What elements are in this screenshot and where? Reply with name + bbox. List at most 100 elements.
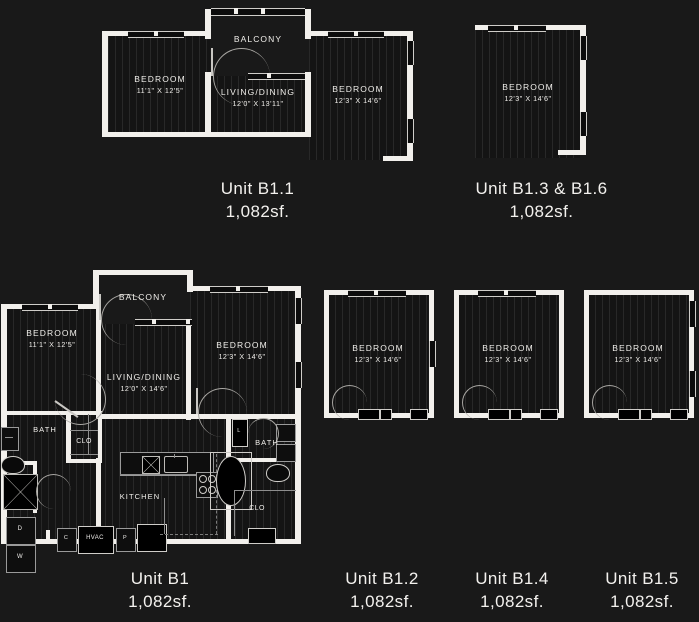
- wall-balcony-top: [93, 270, 193, 275]
- railing-post-2: [261, 8, 265, 14]
- slider-mullion-1: [152, 319, 156, 324]
- floor-bedroom: [588, 293, 688, 415]
- closet-shelf: [618, 409, 640, 420]
- bath-right-toilet: [266, 464, 290, 482]
- wall-left: [454, 290, 459, 418]
- kitchen-dishwasher: [142, 456, 160, 474]
- balcony-door-leaf: [99, 294, 101, 320]
- burner-4: [208, 486, 216, 494]
- wall-left-outer: [1, 304, 7, 544]
- window-side-bottom: [580, 112, 587, 136]
- wall-bath-right-divider: [226, 458, 300, 462]
- wall-notch-left: [454, 333, 459, 339]
- window-right-bottom: [295, 362, 302, 388]
- closet-shelf-2: [70, 454, 98, 455]
- burner-1: [199, 475, 207, 483]
- wall-notch-right: [559, 333, 564, 339]
- wall-left: [324, 290, 329, 418]
- wall-balcony-right: [187, 270, 193, 292]
- window-mullion-br: [236, 286, 240, 291]
- window-side-right-bottom: [689, 371, 696, 397]
- hvac-box: [78, 526, 114, 554]
- floor-bedroom: [475, 28, 580, 158]
- wall-top: [584, 290, 694, 295]
- floor-bedroom-left: [6, 308, 101, 408]
- closet-shelf-2: [380, 409, 392, 420]
- unit-caption-b1-1: Unit B1.1 1,082sf.: [175, 178, 340, 224]
- wall-right: [559, 290, 564, 418]
- wall-notch-right: [429, 333, 434, 339]
- unit-name-b1-4: Unit B1.4: [475, 569, 549, 588]
- bedroom-left-door-swing: [55, 374, 106, 425]
- clo-right-shelf-line: [234, 490, 296, 491]
- bedroom-door-swing: [592, 385, 627, 420]
- wall-right-bottom: [383, 156, 413, 161]
- bedroom-right-door-leaf: [196, 388, 198, 414]
- bath-right-vanity-2: [276, 444, 296, 462]
- closet-shelf: [358, 409, 380, 420]
- unit-name-b1-2: Unit B1.2: [345, 569, 419, 588]
- floor-bedroom-left: [108, 35, 213, 135]
- slider-mullion-2: [186, 319, 190, 324]
- bath-right-tub-surround: [210, 452, 252, 510]
- bedroom-door-swing: [462, 385, 497, 420]
- wall-bottom-left: [102, 132, 210, 137]
- unit-caption-b1-3-6: Unit B1.3 & B1.6 1,082sf.: [434, 178, 649, 224]
- unit-area-b1-2: 1,082sf.: [350, 591, 414, 611]
- unit-name-b1-3-6: Unit B1.3 & B1.6: [475, 179, 608, 198]
- window-mullion-bl: [48, 304, 52, 309]
- clo-right-shelf: [248, 528, 276, 544]
- unit-caption-b1-2: Unit B1.2 1,082sf.: [302, 568, 462, 614]
- window-mullion-left: [154, 31, 158, 36]
- wall-balcony-right: [305, 9, 311, 39]
- wall-living-left: [205, 72, 211, 137]
- wall-living-bottom: [96, 414, 192, 419]
- slider-living-balcony: [248, 73, 305, 80]
- kitchen-faucet: [174, 454, 175, 458]
- closet-shelf-3: [540, 409, 558, 420]
- wall-left-outer: [102, 31, 108, 137]
- unit-caption-b1-5: Unit B1.5 1,082sf.: [562, 568, 699, 614]
- unit-area-b1-4: 1,082sf.: [480, 591, 544, 611]
- pantry-box: [116, 528, 136, 552]
- bath-right-tub: [216, 456, 246, 506]
- window-side-top: [580, 36, 587, 60]
- unit-b1-2-plan: BEDROOM 12'3" X 14'6": [322, 285, 442, 420]
- unit-caption-b1: Unit B1 1,082sf.: [80, 568, 240, 614]
- burner-2: [208, 475, 216, 483]
- wall-right-bottom-stub: [383, 156, 388, 161]
- clo-right-rod: [234, 490, 235, 536]
- wall-right-outer: [295, 286, 301, 544]
- floor-bedroom-right: [309, 35, 407, 160]
- wall-utility-1: [46, 530, 50, 544]
- bath-left-door-swing: [36, 474, 71, 509]
- window-mullion: [504, 290, 508, 295]
- bath-left-shower: [3, 474, 38, 510]
- unit-area-b1: 1,082sf.: [128, 591, 192, 611]
- closet-shelf-3: [410, 409, 428, 420]
- closet-shelf-3: [670, 409, 688, 420]
- closet-shelf-2: [510, 409, 522, 420]
- window-mullion: [374, 290, 378, 295]
- window-side-right: [429, 341, 436, 367]
- unit-b1-4-plan: BEDROOM 12'3" X 14'6": [452, 285, 572, 420]
- wall-bottom-stub: [558, 150, 586, 155]
- unit-b1-plan: BEDROOM 11'1" X 12'5" BALCONY LIVING/DIN…: [0, 262, 320, 573]
- linen-closet-l: [232, 419, 248, 447]
- wall-notch-left: [584, 333, 589, 339]
- unit-b1-1-plan: BEDROOM 11'1" X 12'5" BALCONY LIVING/DIN…: [98, 4, 418, 164]
- unit-b1-5-plan: BEDROOM 12'3" X 14'6": [582, 285, 699, 420]
- balcony-door-swing: [101, 294, 152, 345]
- unit-name-b1-5: Unit B1.5: [605, 569, 679, 588]
- wall-balcony-left: [93, 270, 99, 308]
- unit-area-b1-3-6: 1,082sf.: [509, 201, 574, 221]
- window-bedroom-right-side-bottom: [407, 119, 414, 143]
- closet-shelf-1: [70, 430, 98, 431]
- kitchen-island-edge: [164, 498, 165, 534]
- wall-right: [689, 290, 694, 418]
- wall-bedroom-right-left: [186, 320, 191, 420]
- window-right-top: [295, 298, 302, 324]
- wall-living-bottom: [205, 132, 311, 137]
- window-mullion-right: [354, 31, 358, 36]
